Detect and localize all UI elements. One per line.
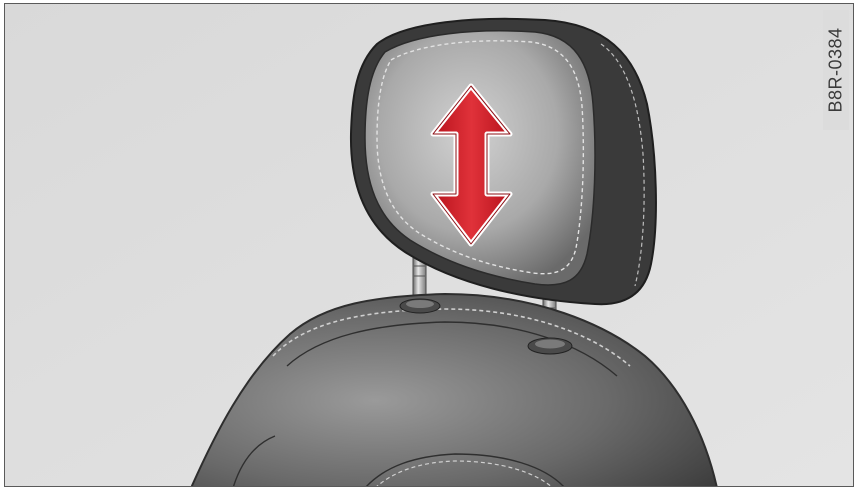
seat-illustration [5, 4, 854, 487]
figure-code-label: B8R-0384 [826, 27, 847, 112]
figure-code: B8R-0384 [823, 10, 849, 130]
figure-frame: B8R-0384 [4, 3, 854, 487]
